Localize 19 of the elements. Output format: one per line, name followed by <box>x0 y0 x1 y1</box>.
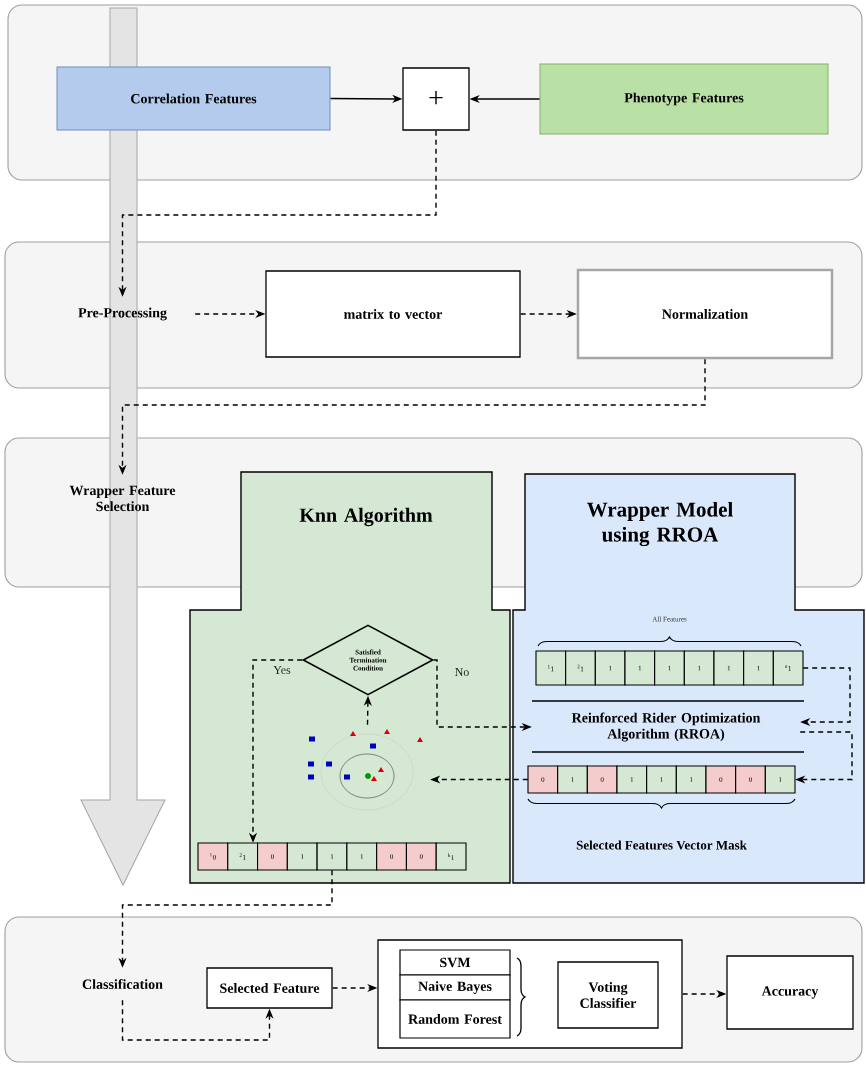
process-box: Selected Feature <box>206 967 333 1009</box>
process-box: Voting Classifier <box>557 961 659 1029</box>
brace-label: Selected Features Vector Mask <box>576 840 747 850</box>
process-box: matrix to vector <box>265 270 521 358</box>
classifier-box: Naive Bayes <box>399 974 511 1001</box>
stage-label: Pre-Processing <box>78 307 167 321</box>
stage-label: Classification <box>82 979 163 989</box>
edge-label: Yes <box>272 665 292 675</box>
stage-label: Wrapper Feature Selection <box>69 485 176 512</box>
scatter-plot-drawing <box>308 729 423 811</box>
feature-box: Correlation Features <box>56 66 331 131</box>
classifier-box: SVM <box>399 949 511 976</box>
process-box: Normalization <box>576 268 834 360</box>
feature-box: Phenotype Features <box>539 63 829 135</box>
edge-label: No <box>453 667 471 677</box>
process-box: Accuracy <box>726 955 854 1030</box>
algorithm-label: Reinforced Rider Optimization Algorithm (RROA) <box>571 712 761 742</box>
sum-box: + <box>402 67 470 131</box>
classifier-box: Random Forest <box>399 999 511 1039</box>
